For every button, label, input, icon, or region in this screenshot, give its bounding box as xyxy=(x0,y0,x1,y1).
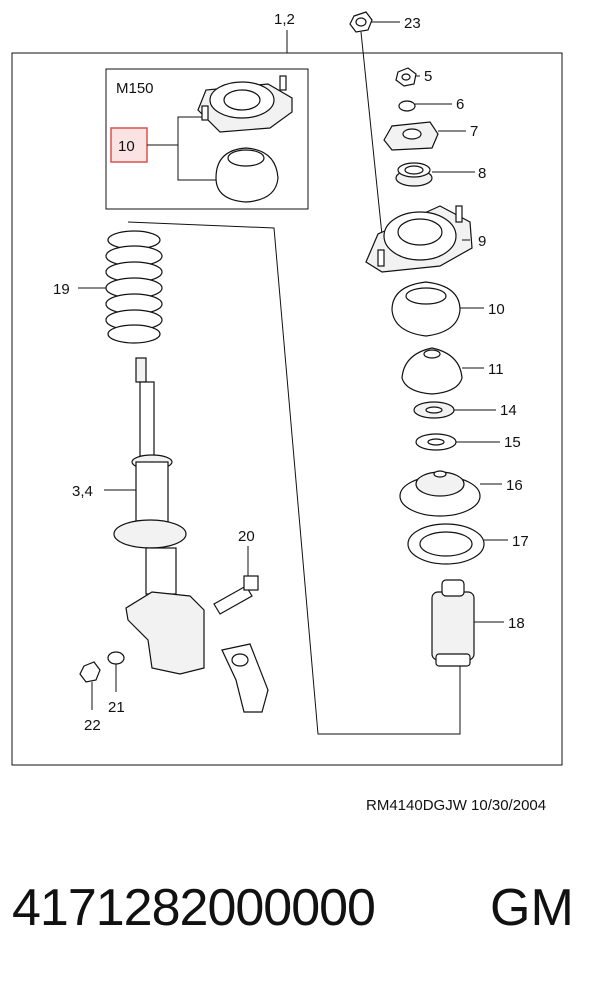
callout-8: 8 xyxy=(478,165,486,182)
part-17-insulator xyxy=(407,523,485,565)
callout-16: 16 xyxy=(506,477,523,494)
callout-18: 18 xyxy=(508,615,525,632)
inset-callout-highlight xyxy=(110,127,148,163)
part-15-washer xyxy=(415,433,457,451)
part-20-bolt xyxy=(213,575,259,615)
part-5-nut xyxy=(395,67,417,87)
callout-19: 19 xyxy=(53,281,70,298)
part-10-bearing xyxy=(391,281,461,337)
callout-6: 6 xyxy=(456,96,464,113)
callout-10: 10 xyxy=(488,301,505,318)
part-9-strut-mount xyxy=(365,205,473,273)
callout-14: 14 xyxy=(500,402,517,419)
inset-box xyxy=(105,68,309,210)
diagram-frame xyxy=(11,52,563,766)
part-14-washer xyxy=(413,401,455,419)
part-11-seat xyxy=(401,347,463,395)
callout-15: 15 xyxy=(504,434,521,451)
inset-callout-label: 10 xyxy=(118,138,135,155)
callout-20: 20 xyxy=(238,528,255,545)
inset-title: M150 xyxy=(116,80,154,97)
part-18-dust-boot xyxy=(431,579,475,667)
callout-22: 22 xyxy=(84,717,101,734)
inset-bearing xyxy=(215,147,279,203)
stabilizer-link xyxy=(221,643,269,713)
part-3-4-shock-absorber xyxy=(113,357,205,675)
part-8-bushing xyxy=(395,162,433,187)
inset-strut-mount xyxy=(197,75,293,133)
manufacturer: GM xyxy=(490,879,574,937)
part-22-nut xyxy=(79,661,101,683)
part-21-washer xyxy=(107,651,125,665)
part-19-coil-spring xyxy=(105,230,163,344)
drawing-reference: RM4140DGJW 10/30/2004 xyxy=(366,797,547,814)
part-16-spring-seat xyxy=(399,470,481,517)
assembly-label: 1,2 xyxy=(274,11,295,28)
part-number: 4171282000000 xyxy=(12,879,376,937)
callout-11: 11 xyxy=(488,361,504,378)
callout-17: 17 xyxy=(512,533,529,550)
part-23-nut xyxy=(349,11,373,33)
callout-9: 9 xyxy=(478,233,486,250)
callout-23: 23 xyxy=(404,15,421,32)
callout-21: 21 xyxy=(108,699,125,716)
callout-5: 5 xyxy=(424,68,432,85)
part-6-washer xyxy=(398,100,416,112)
callout-3-4: 3,4 xyxy=(72,483,93,500)
part-7-plate xyxy=(383,121,439,151)
callout-7: 7 xyxy=(470,123,478,140)
